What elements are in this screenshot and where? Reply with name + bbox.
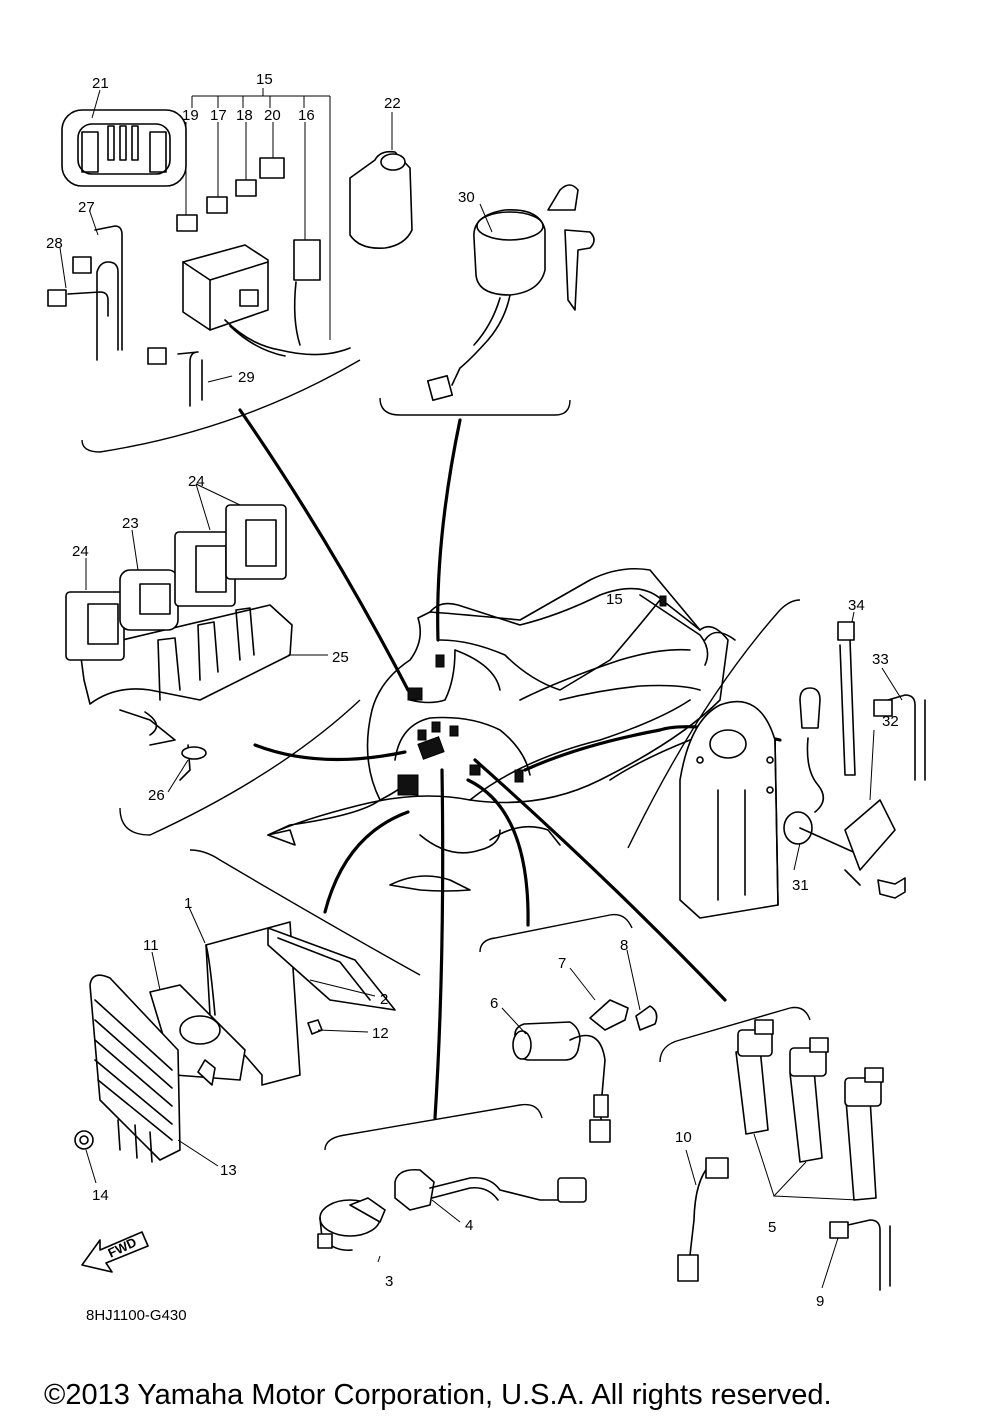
rectifier-13 <box>89 974 181 1161</box>
part-code: 8HJ1100-G430 <box>86 1307 187 1324</box>
bolt-8 <box>635 1005 658 1031</box>
main-switch-30 <box>473 209 546 296</box>
part-label-20: 20 <box>264 107 281 124</box>
part-label-30: 30 <box>458 189 475 206</box>
plug-cap-5c <box>845 1097 877 1201</box>
part-label-28: 28 <box>46 235 63 252</box>
part-label-24-b: 24 <box>188 473 205 490</box>
part-label-23: 23 <box>122 515 139 532</box>
relay-24c <box>225 504 287 580</box>
fwd-arrow <box>81 1231 149 1273</box>
fuse-box-group <box>47 88 351 407</box>
part-label-13: 13 <box>220 1162 237 1179</box>
cylinder-22 <box>349 150 413 250</box>
part-label-14: 14 <box>92 1187 109 1204</box>
copyright-text: ©2013 Yamaha Motor Corporation, U.S.A. A… <box>44 1379 832 1411</box>
part-label-11: 11 <box>143 937 159 954</box>
cover-2 <box>267 927 396 1011</box>
relay-24a <box>65 591 125 661</box>
part-label-32: 32 <box>882 713 899 730</box>
connector-16 <box>293 239 321 281</box>
bracket-32 <box>844 799 896 871</box>
ignition-group <box>349 112 595 402</box>
part-label-9: 9 <box>816 1293 824 1310</box>
group-brackets <box>81 359 811 1151</box>
part-label-25: 25 <box>332 649 349 666</box>
relay-bracket-25 <box>79 604 293 705</box>
watercraft-hull <box>267 567 736 892</box>
part-label-24: 24 <box>72 543 89 560</box>
part-label-10: 10 <box>675 1129 692 1146</box>
part-label-34: 34 <box>848 597 865 614</box>
part-label-6: 6 <box>490 995 498 1012</box>
plug-cap-5b <box>789 1069 823 1163</box>
spark-plug-cap-group <box>677 1019 891 1291</box>
part-label-26: 26 <box>148 787 165 804</box>
part-label-17: 17 <box>210 107 227 124</box>
relay-group <box>65 483 328 793</box>
part-label-18: 18 <box>236 107 253 124</box>
lead-4 <box>394 1168 435 1211</box>
part-label-33: 33 <box>872 651 889 668</box>
part-label-15-hull: 15 <box>606 591 623 608</box>
fuse-block <box>182 244 269 331</box>
mounting-plate <box>679 700 779 919</box>
part-label-31: 31 <box>792 877 809 894</box>
part-label-19: 19 <box>182 107 199 124</box>
plug-cap-5a <box>735 1047 769 1135</box>
part-label-2: 2 <box>380 991 388 1008</box>
part-label-21: 21 <box>92 75 109 92</box>
pressure-switch-group <box>317 1168 587 1263</box>
rectifier-group <box>74 904 396 1273</box>
part-label-15: 15 <box>256 71 273 88</box>
part-label-4: 4 <box>465 1217 473 1234</box>
part-label-7: 7 <box>558 955 566 972</box>
part-label-27: 27 <box>78 199 95 216</box>
part-label-16: 16 <box>298 107 315 124</box>
sensor-bracket-group <box>679 611 926 919</box>
part-label-5: 5 <box>768 1219 776 1236</box>
part-label-3: 3 <box>385 1273 393 1290</box>
part-label-12: 12 <box>372 1025 389 1042</box>
part-label-29: 29 <box>238 369 255 386</box>
part-label-1: 1 <box>184 895 192 912</box>
part-label-22: 22 <box>384 95 401 112</box>
part-label-8: 8 <box>620 937 628 954</box>
speed-sensor-group <box>501 949 658 1143</box>
